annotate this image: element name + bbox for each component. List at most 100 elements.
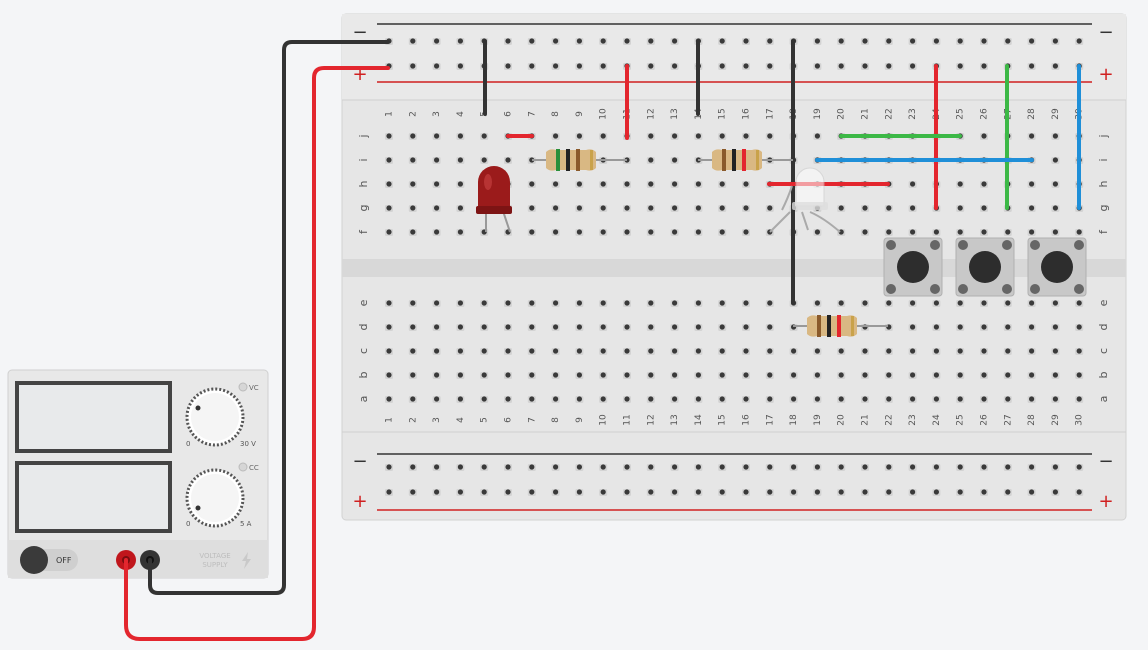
pushbutton-2[interactable]: [955, 237, 1015, 297]
hole-socket: [886, 229, 892, 235]
column-label: 3: [432, 111, 442, 117]
hole-socket: [1052, 396, 1058, 402]
hole-socket: [505, 372, 511, 378]
hole-socket: [576, 348, 583, 354]
column-label: 13: [670, 414, 680, 425]
hole-socket: [600, 300, 606, 306]
row-label: b: [1097, 371, 1110, 378]
hole-socket: [1052, 63, 1058, 69]
hole-socket: [600, 133, 606, 139]
hole-socket: [576, 300, 583, 306]
cc-indicator-label: CC: [249, 464, 259, 472]
breadboard-holes[interactable]: [385, 38, 1084, 496]
resistor-3[interactable]: [793, 315, 888, 337]
column-label: 25: [956, 414, 966, 425]
hole-socket: [672, 229, 678, 235]
hole-socket: [767, 489, 773, 495]
rgb-led[interactable]: [769, 167, 841, 233]
hole-socket: [981, 464, 987, 470]
red-led[interactable]: [476, 166, 512, 233]
hole-socket: [719, 324, 725, 330]
column-label: 5: [480, 417, 490, 423]
power-switch[interactable]: OFF: [20, 546, 78, 574]
hole-socket: [838, 300, 844, 306]
hole-socket: [910, 205, 916, 211]
hole-socket: [600, 38, 606, 44]
hole-socket: [1029, 489, 1035, 495]
row-label: g: [357, 205, 370, 212]
hole-socket: [600, 205, 606, 211]
power-supply[interactable]: VC CC 0 30 V 0 5 A OFF VOLTAGE SUPPLY: [7, 369, 269, 579]
hole-socket: [1076, 464, 1082, 470]
resistor-1[interactable]: [532, 149, 627, 171]
hole-socket: [648, 38, 654, 44]
hole-socket: [529, 181, 535, 187]
hole-socket: [1052, 489, 1058, 495]
supply-wire-positive[interactable]: [124, 66, 390, 641]
hole-socket: [624, 38, 630, 44]
hole-socket: [743, 489, 749, 495]
hole-socket: [553, 133, 559, 139]
column-label: 6: [504, 417, 514, 423]
hole-socket: [624, 396, 630, 402]
hole-socket: [981, 324, 987, 330]
hole-socket: [481, 300, 487, 306]
hole-socket: [1052, 181, 1058, 187]
hole-socket: [910, 396, 916, 402]
hole-socket: [767, 133, 773, 139]
voltage-min-label: 0: [186, 440, 190, 448]
hole-socket: [1076, 372, 1082, 378]
column-label: 4: [456, 111, 466, 117]
column-label: 14: [694, 414, 704, 426]
vc-indicator-label: VC: [249, 384, 259, 392]
hole-socket: [1005, 348, 1011, 354]
hole-socket: [910, 38, 916, 44]
hole-socket: [624, 489, 630, 495]
hole-socket: [743, 324, 749, 330]
hole-socket: [957, 229, 963, 235]
hole-socket: [695, 348, 702, 354]
hole-socket: [553, 63, 559, 69]
resistor-2[interactable]: [698, 149, 793, 171]
column-label: 15: [718, 108, 728, 119]
hole-socket: [457, 181, 463, 187]
hole-socket: [719, 181, 725, 187]
hole-socket: [600, 229, 606, 235]
row-label: c: [357, 348, 370, 354]
hole-socket: [886, 396, 892, 402]
hole-socket: [529, 229, 535, 235]
hole-socket: [457, 229, 463, 235]
hole-socket: [791, 372, 797, 378]
hole-socket: [1029, 372, 1035, 378]
hole-socket: [386, 181, 392, 187]
pushbutton-1[interactable]: [883, 237, 943, 297]
hole-socket: [457, 133, 463, 139]
hole-socket: [648, 396, 654, 402]
cc-indicator-light: [238, 462, 248, 472]
hole-socket: [529, 205, 535, 211]
hole-socket: [648, 372, 654, 378]
hole-socket: [481, 464, 487, 470]
hole-socket: [1076, 348, 1082, 354]
pushbutton-3[interactable]: [1027, 237, 1087, 297]
hole-socket: [695, 489, 702, 495]
hole-socket: [838, 396, 844, 402]
hole-socket: [553, 372, 559, 378]
hole-socket: [648, 133, 654, 139]
hole-socket: [933, 348, 940, 354]
column-label: 26: [980, 108, 990, 120]
hole-socket: [529, 300, 535, 306]
hole-socket: [434, 133, 440, 139]
hole-socket: [1052, 133, 1058, 139]
hole-socket: [719, 348, 725, 354]
hole-socket: [862, 464, 868, 470]
row-label: h: [357, 180, 370, 187]
hole-socket: [434, 63, 440, 69]
column-label: 10: [599, 414, 609, 426]
supply-wire-negative[interactable]: [148, 40, 390, 595]
column-label: 28: [1027, 414, 1037, 426]
hole-socket: [648, 348, 654, 354]
column-label: 29: [1051, 108, 1061, 120]
